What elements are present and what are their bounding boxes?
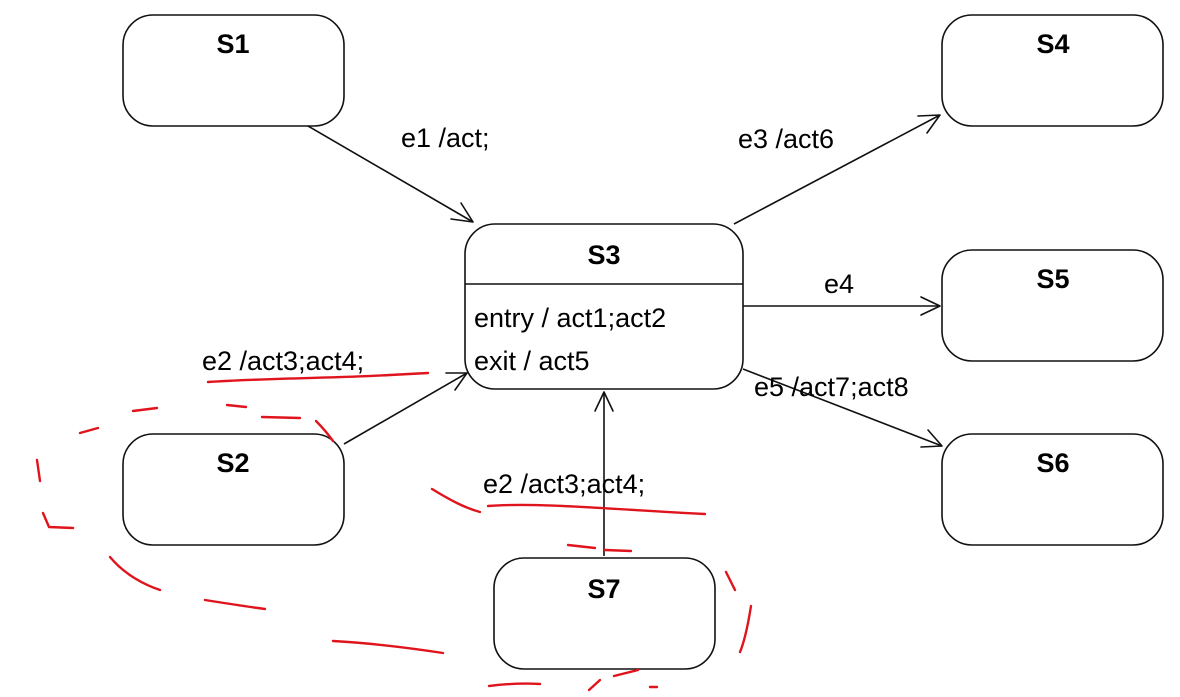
- state-s4: S4: [941, 14, 1164, 127]
- annotation-dash-15: [738, 604, 753, 654]
- state-s6: S6: [941, 433, 1164, 546]
- state-s4-name: S4: [1036, 29, 1069, 59]
- state-s1-box: [122, 14, 345, 127]
- state-s7: S7: [493, 557, 716, 670]
- state-s3-exit-action: exit / act5: [474, 346, 590, 376]
- transition-s1-s3-arrowhead: [450, 202, 474, 223]
- state-s2-box: [122, 433, 345, 546]
- state-s2-name: S2: [216, 448, 249, 478]
- annotation-dash-1: [131, 406, 159, 413]
- annotation-dash-7: [41, 511, 75, 530]
- transition-s3-s4-label: e3 /act6: [738, 124, 834, 154]
- annotation-dash-17: [587, 678, 602, 692]
- transition-s3-s6-line: [742, 368, 943, 447]
- state-s5: S5: [941, 249, 1164, 362]
- transition-s1-s3: e1 /act;: [307, 123, 490, 223]
- annotation-underline-s7-label: [486, 503, 707, 516]
- transition-s2-s3-arrowhead: [445, 372, 468, 391]
- state-s2: S2: [122, 433, 345, 546]
- transition-s2-s3-line: [343, 372, 468, 445]
- transition-s3-s6: e5 /act7;act8: [742, 368, 943, 448]
- transition-s3-s6-label: e5 /act7;act8: [754, 372, 909, 402]
- transition-s3-s6-arrowhead: [920, 429, 943, 448]
- annotation-dash-5: [78, 426, 100, 435]
- annotation-dash-8: [108, 555, 162, 592]
- transition-s3-s5-arrowhead: [920, 296, 941, 316]
- annotation-dash-13: [603, 548, 633, 553]
- state-s1: S1: [122, 14, 345, 127]
- annotation-dash-2: [225, 403, 248, 409]
- annotation-dash-9: [203, 598, 267, 611]
- annotation-dash-12: [566, 543, 597, 550]
- transition-s3-s4-arrowhead: [917, 114, 941, 134]
- transition-s1-s3-line: [307, 125, 474, 223]
- state-s5-box: [941, 249, 1164, 362]
- annotation-dash-3: [260, 415, 302, 420]
- state-s3-name: S3: [587, 240, 620, 270]
- annotation-dash-10: [331, 639, 445, 655]
- annotation-dash-16: [487, 682, 542, 688]
- transition-s2-s3: e2 /act3;act4;: [202, 346, 468, 445]
- state-s7-box: [493, 557, 716, 670]
- state-s5-name: S5: [1036, 264, 1069, 294]
- annotation-dash-11: [430, 487, 482, 514]
- transition-s3-s4-line: [733, 114, 941, 225]
- annotation-dash-4: [314, 419, 335, 443]
- annotation-underline-s2-label: [206, 371, 430, 384]
- red-annotations: [35, 371, 753, 692]
- transition-s2-s3-label: e2 /act3;act4;: [202, 346, 364, 376]
- state-s7-name: S7: [587, 574, 620, 604]
- state-s3-entry-action: entry / act1;act2: [474, 303, 666, 333]
- transition-s7-s3-arrowhead: [594, 391, 614, 412]
- transition-s1-s3-label: e1 /act;: [401, 123, 490, 153]
- annotation-dash-6: [35, 458, 42, 483]
- transition-s3-s5: e4: [743, 269, 941, 316]
- state-s4-box: [941, 14, 1164, 127]
- state-s1-name: S1: [216, 29, 249, 59]
- state-s6-name: S6: [1036, 448, 1069, 478]
- transition-s3-s4: e3 /act6: [733, 114, 941, 225]
- transition-s7-s3: e2 /act3;act4;: [483, 391, 645, 556]
- transition-s7-s3-label: e2 /act3;act4;: [483, 469, 645, 499]
- state-s6-box: [941, 433, 1164, 546]
- state-s3: S3 entry / act1;act2 exit / act5: [464, 223, 744, 390]
- annotation-dash-18: [612, 668, 640, 678]
- transition-s3-s5-label: e4: [824, 269, 854, 299]
- annotation-dash-14: [724, 570, 737, 592]
